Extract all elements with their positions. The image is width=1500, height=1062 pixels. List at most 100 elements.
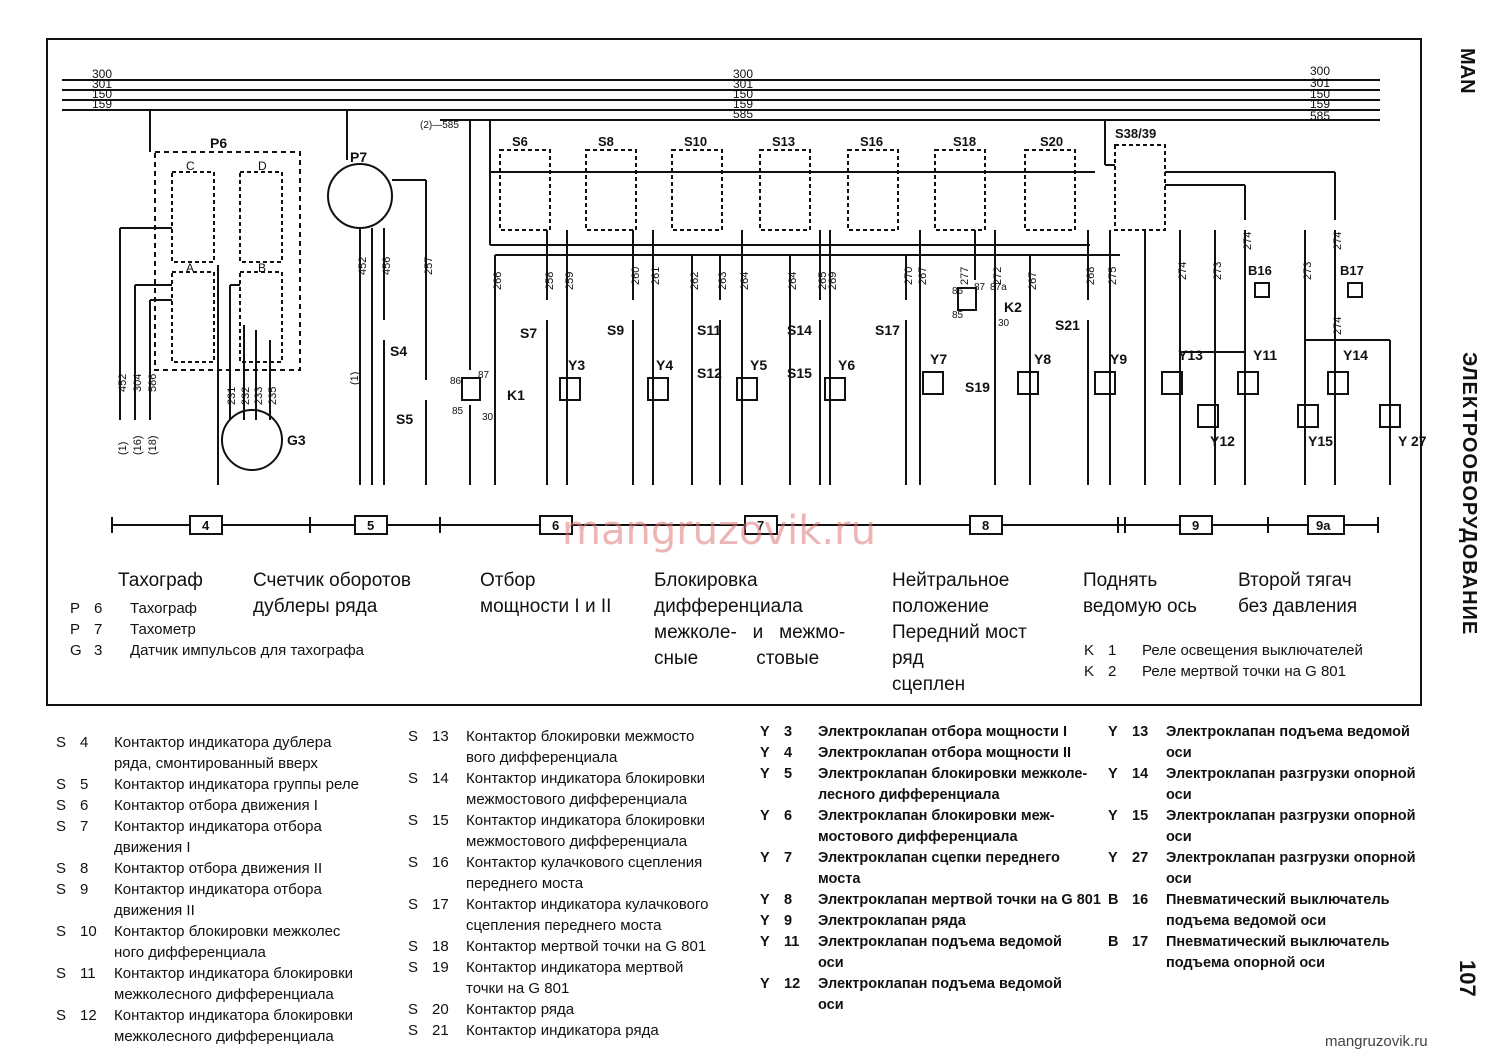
legend-item-continuation: межмостового дифференциала — [408, 831, 758, 852]
switch-s4: S4 — [390, 343, 407, 359]
page-number: 107 — [1455, 960, 1480, 997]
legend-item-letter: S — [408, 728, 419, 745]
wire-262: 262 — [689, 272, 701, 290]
legend-item-text: Электроклапан блокировки меж- — [818, 808, 1055, 824]
bus-right-150: 150 — [1310, 87, 1330, 101]
valve-y27: Y 27 — [1398, 433, 1427, 449]
legend-indent — [56, 753, 114, 774]
valve-y7: Y7 — [930, 351, 947, 367]
caption-section-9a: Второй тягач без давления — [1238, 570, 1358, 617]
legend-item-letter: S — [56, 923, 67, 940]
switch-s9: S9 — [607, 322, 624, 338]
k2-pin-85: 85 — [952, 310, 964, 321]
wire-235: 235 — [267, 387, 279, 405]
valve-y6: Y6 — [838, 357, 855, 373]
wire-ref-18: (18) — [147, 435, 159, 455]
legend-item-letter: S — [56, 818, 67, 835]
legend-item-text-continued: подъема ведомой оси — [1166, 913, 1327, 929]
legend-item-letter: S — [408, 1022, 419, 1039]
legend-item-text: Электроклапан подъема ведомой — [818, 934, 1062, 950]
legend-item-text: Контактор индикатора блокировки — [114, 965, 354, 982]
legend-item-continuation: лесного дифференциала — [760, 785, 1110, 806]
legend-item-text: Электроклапан подъема ведомой — [1166, 724, 1410, 740]
wire-259: 259 — [564, 272, 576, 290]
switch-s21: S21 — [1055, 317, 1080, 333]
legend-indent — [1108, 869, 1166, 890]
legend-item-letter: Y — [760, 892, 770, 908]
legend-item-text: Контактор мертвой точки на G 801 — [466, 938, 707, 955]
wire-269: 270 — [903, 267, 915, 285]
legend-item-number: 15 — [432, 812, 449, 829]
legend-item-number: 14 — [1132, 766, 1149, 782]
section-title: ЭЛЕКТРООБОРУДОВАНИЕ — [1458, 352, 1480, 636]
legend-item-letter: S — [56, 881, 67, 898]
bar-section-8: 8 — [982, 518, 989, 533]
bus-center-300: 300 — [733, 67, 753, 81]
legend-item-number: 9 — [784, 913, 793, 929]
legend-indent — [56, 984, 114, 1005]
caption-section-9: Поднять ведомую ось — [1083, 570, 1197, 617]
k2-pin-87a: 87a — [990, 282, 1007, 293]
bus-left-300: 300 — [92, 67, 112, 81]
legend-item-text: Электроклапан подъема ведомой — [818, 976, 1062, 992]
wire-266: 266 — [492, 272, 504, 290]
wire-272: 267 — [1027, 272, 1039, 290]
legend-item-letter: S — [408, 896, 419, 913]
switch-s5: S5 — [396, 411, 413, 427]
legend-item-letter: S — [408, 854, 419, 871]
relay-s20: S20 — [1040, 134, 1063, 149]
legend-item-number: 12 — [784, 976, 801, 992]
legend-item-letter: S — [56, 776, 67, 793]
legend-item-text: Контактор блокировки межмосто — [466, 728, 695, 745]
legend-indent — [760, 827, 818, 848]
legend-item-text-continued: вого дифференциала — [466, 749, 618, 766]
valve-y5: Y5 — [750, 357, 767, 373]
bus-tap-585: (2)—585 — [420, 120, 459, 131]
legend-item-continuation: оси — [760, 953, 1110, 974]
bus-left-150: 150 — [92, 87, 112, 101]
pressure-b16: B16 — [1248, 263, 1272, 278]
legend-item-letter: Y — [760, 745, 770, 761]
footer-watermark: mangruzovik.ru — [1325, 1033, 1428, 1050]
legend-item-text-continued: движения I — [114, 839, 191, 856]
legend-item-continuation: ряда, смонтированный вверх — [56, 753, 401, 774]
legend-item-text: Электроклапан разгрузки опорной — [1166, 766, 1416, 782]
legend-item-number: 12 — [80, 1007, 97, 1024]
legend-item-text: Электроклапан отбора мощности I — [818, 724, 1067, 740]
bus-center-159: 159 — [733, 97, 753, 111]
valve-y13: Y13 — [1178, 347, 1203, 363]
legend-item-text: Контактор отбора движения I — [114, 797, 318, 814]
legend-item-continuation: движения II — [56, 900, 401, 921]
legend-item-number: 18 — [432, 938, 449, 955]
legend-item-number: 7 — [80, 818, 89, 835]
legend-item-letter: Y — [760, 850, 770, 866]
legend-item-text-continued: ного дифференциала — [114, 944, 266, 961]
legend-indent — [408, 747, 466, 768]
legend-item-text-continued: мостового дифференциала — [818, 829, 1018, 845]
legend-item-text: Электроклапан разгрузки опорной — [1166, 850, 1416, 866]
legend-item-text-continued: точки на G 801 — [466, 980, 570, 997]
legend-item-letter: S — [56, 1007, 67, 1024]
legend-item-letter: Y — [1108, 850, 1118, 866]
legend-item-continuation: межмостового дифференциала — [408, 789, 758, 810]
legend-item-text-continued: оси — [1166, 745, 1192, 761]
legend-item-text: Контактор индикатора группы реле — [114, 776, 359, 793]
legend-item-number: 27 — [1132, 850, 1149, 866]
legend-item-number: 6 — [784, 808, 793, 824]
legend-item-number: 10 — [80, 923, 97, 940]
relay-s8: S8 — [598, 134, 614, 149]
bar-section-7: 7 — [757, 518, 764, 533]
legend-item-letter: Y — [1108, 724, 1118, 740]
wire-273: 274 — [1242, 232, 1254, 250]
legend-item-text: Контактор индикатора блокировки — [466, 812, 706, 829]
switch-s12: S12 — [697, 365, 722, 381]
